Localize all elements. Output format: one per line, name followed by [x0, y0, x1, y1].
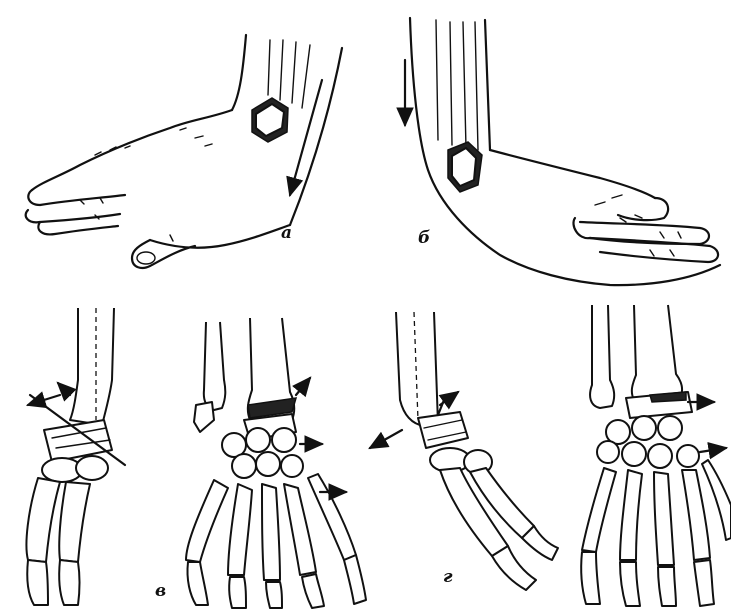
panel-label-v: в: [155, 581, 166, 601]
panel-b-hand-drawing: [405, 18, 720, 285]
panel-a-hand-drawing: [26, 35, 342, 268]
panel-v-bones-frontal: [186, 318, 366, 608]
panel-g-bones-lateral: [370, 312, 558, 590]
panel-v-bones-lateral: [26, 308, 125, 605]
panel-label-a: а: [281, 223, 292, 243]
panel-g-bones-frontal: [581, 305, 731, 606]
panel-label-b: б: [418, 228, 430, 248]
panel-label-g: г: [443, 567, 453, 587]
